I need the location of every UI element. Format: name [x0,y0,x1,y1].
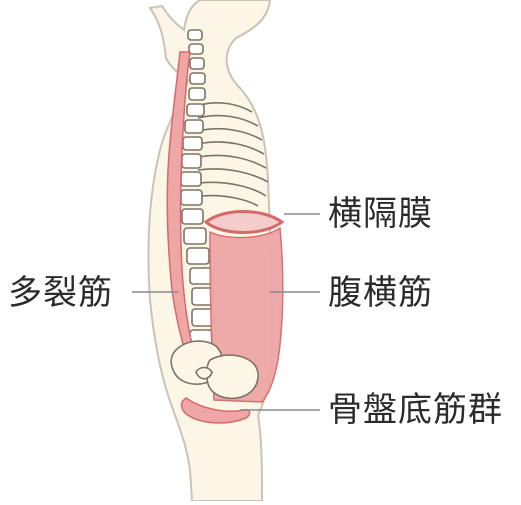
diaphragm-muscle [206,212,282,233]
label-pelvic-floor: 骨盤底筋群 [328,393,503,427]
label-transversus-abdominis: 腹横筋 [328,276,433,310]
label-multifidus: 多裂筋 [8,276,113,310]
label-diaphragm: 横隔膜 [328,197,433,231]
